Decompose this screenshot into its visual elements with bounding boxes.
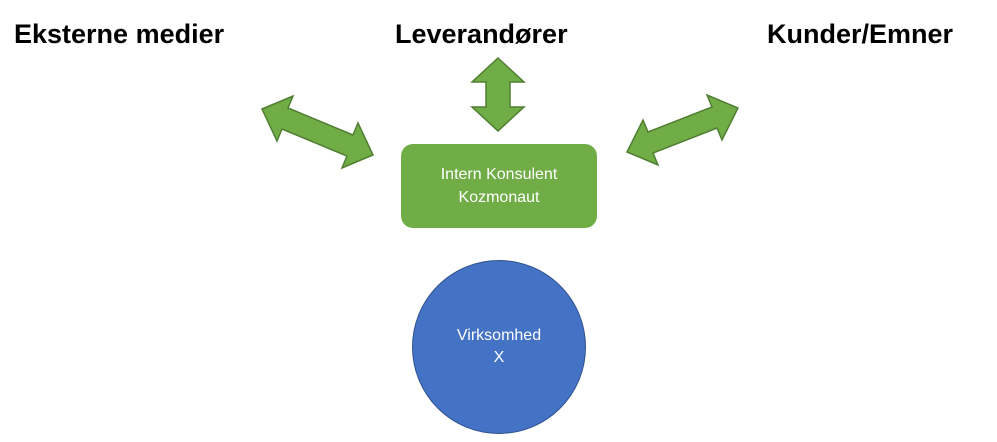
double-arrow-left: [260, 94, 375, 170]
heading-kunder-emner: Kunder/Emner: [767, 19, 954, 49]
company-circle-line2: X: [493, 349, 505, 366]
double-arrow-right: [625, 93, 740, 167]
double-arrow-center: [470, 56, 526, 133]
heading-leverandorer: Leverandører: [395, 19, 568, 49]
heading-eksterne-medier: Eksterne medier: [14, 19, 225, 49]
consultant-box-line2: Kozmonaut: [458, 189, 540, 206]
company-circle-line1: Virksomhed: [456, 327, 542, 344]
consultant-box: Intern Konsulent Kozmonaut: [401, 144, 597, 228]
company-circle: Virksomhed X: [412, 260, 586, 434]
consultant-box-line1: Intern Konsulent: [440, 166, 558, 183]
